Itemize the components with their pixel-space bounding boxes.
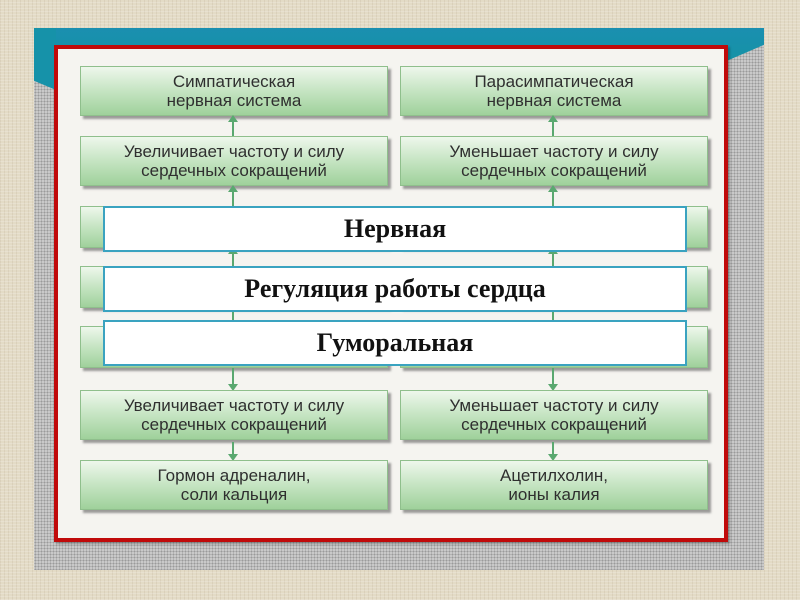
arrow-up-icon bbox=[228, 185, 238, 206]
humoral-increase-box: Увеличивает частоту и силу сердечных сок… bbox=[80, 390, 388, 440]
box-line: Уменьшает частоту и силу bbox=[449, 142, 659, 161]
arrow-up-icon bbox=[548, 115, 558, 136]
humoral-decrease-box: Уменьшает частоту и силу сердечных сокра… bbox=[400, 390, 708, 440]
box-line: Ацетилхолин, bbox=[500, 466, 608, 485]
box-line: Парасимпатическая bbox=[474, 72, 634, 91]
label-text: Гуморальная bbox=[316, 328, 474, 357]
adrenaline-calcium-box: Гормон адреналин, соли кальция bbox=[80, 460, 388, 510]
connector-line bbox=[552, 311, 554, 321]
box-line: Увеличивает частоту и силу bbox=[123, 142, 345, 161]
box-line: сердечных сокращений bbox=[461, 415, 647, 434]
box-line: нервная система bbox=[166, 91, 302, 110]
connector-line bbox=[232, 311, 234, 321]
box-line: нервная система bbox=[486, 91, 622, 110]
box-line: Увеличивает частоту и силу bbox=[123, 396, 345, 415]
box-line: Симпатическая bbox=[172, 72, 296, 91]
arrow-up-icon bbox=[548, 185, 558, 206]
heart-regulation-title: Регуляция работы сердца bbox=[103, 266, 687, 312]
sympathetic-system-box: Симпатическая нервная система bbox=[80, 66, 388, 116]
arrow-down-icon bbox=[228, 368, 238, 391]
box-line: ионы калия bbox=[508, 485, 600, 504]
box-line: сердечных сокращений bbox=[141, 415, 327, 434]
label-text: Регуляция работы сердца bbox=[244, 274, 546, 303]
parasympathetic-effect-box: Уменьшает частоту и силу сердечных сокра… bbox=[400, 136, 708, 186]
box-line: Гормон адреналин, bbox=[157, 466, 311, 485]
teal-corner bbox=[34, 28, 56, 90]
sympathetic-effect-box: Увеличивает частоту и силу сердечных сок… bbox=[80, 136, 388, 186]
box-line: соли кальция bbox=[180, 485, 288, 504]
arrow-down-icon bbox=[228, 442, 238, 461]
humoral-regulation-label: Гуморальная bbox=[103, 320, 687, 366]
nervous-regulation-label: Нервная bbox=[103, 206, 687, 252]
box-line: сердечных сокращений bbox=[141, 161, 327, 180]
arrow-up-icon bbox=[228, 247, 238, 266]
acetylcholine-potassium-box: Ацетилхолин, ионы калия bbox=[400, 460, 708, 510]
parasympathetic-system-box: Парасимпатическая нервная система bbox=[400, 66, 708, 116]
arrow-down-icon bbox=[548, 442, 558, 461]
label-text: Нервная bbox=[343, 214, 447, 243]
arrow-up-icon bbox=[548, 247, 558, 266]
box-line: сердечных сокращений bbox=[461, 161, 647, 180]
arrow-up-icon bbox=[228, 115, 238, 136]
arrow-down-icon bbox=[548, 368, 558, 391]
box-line: Уменьшает частоту и силу bbox=[449, 396, 659, 415]
